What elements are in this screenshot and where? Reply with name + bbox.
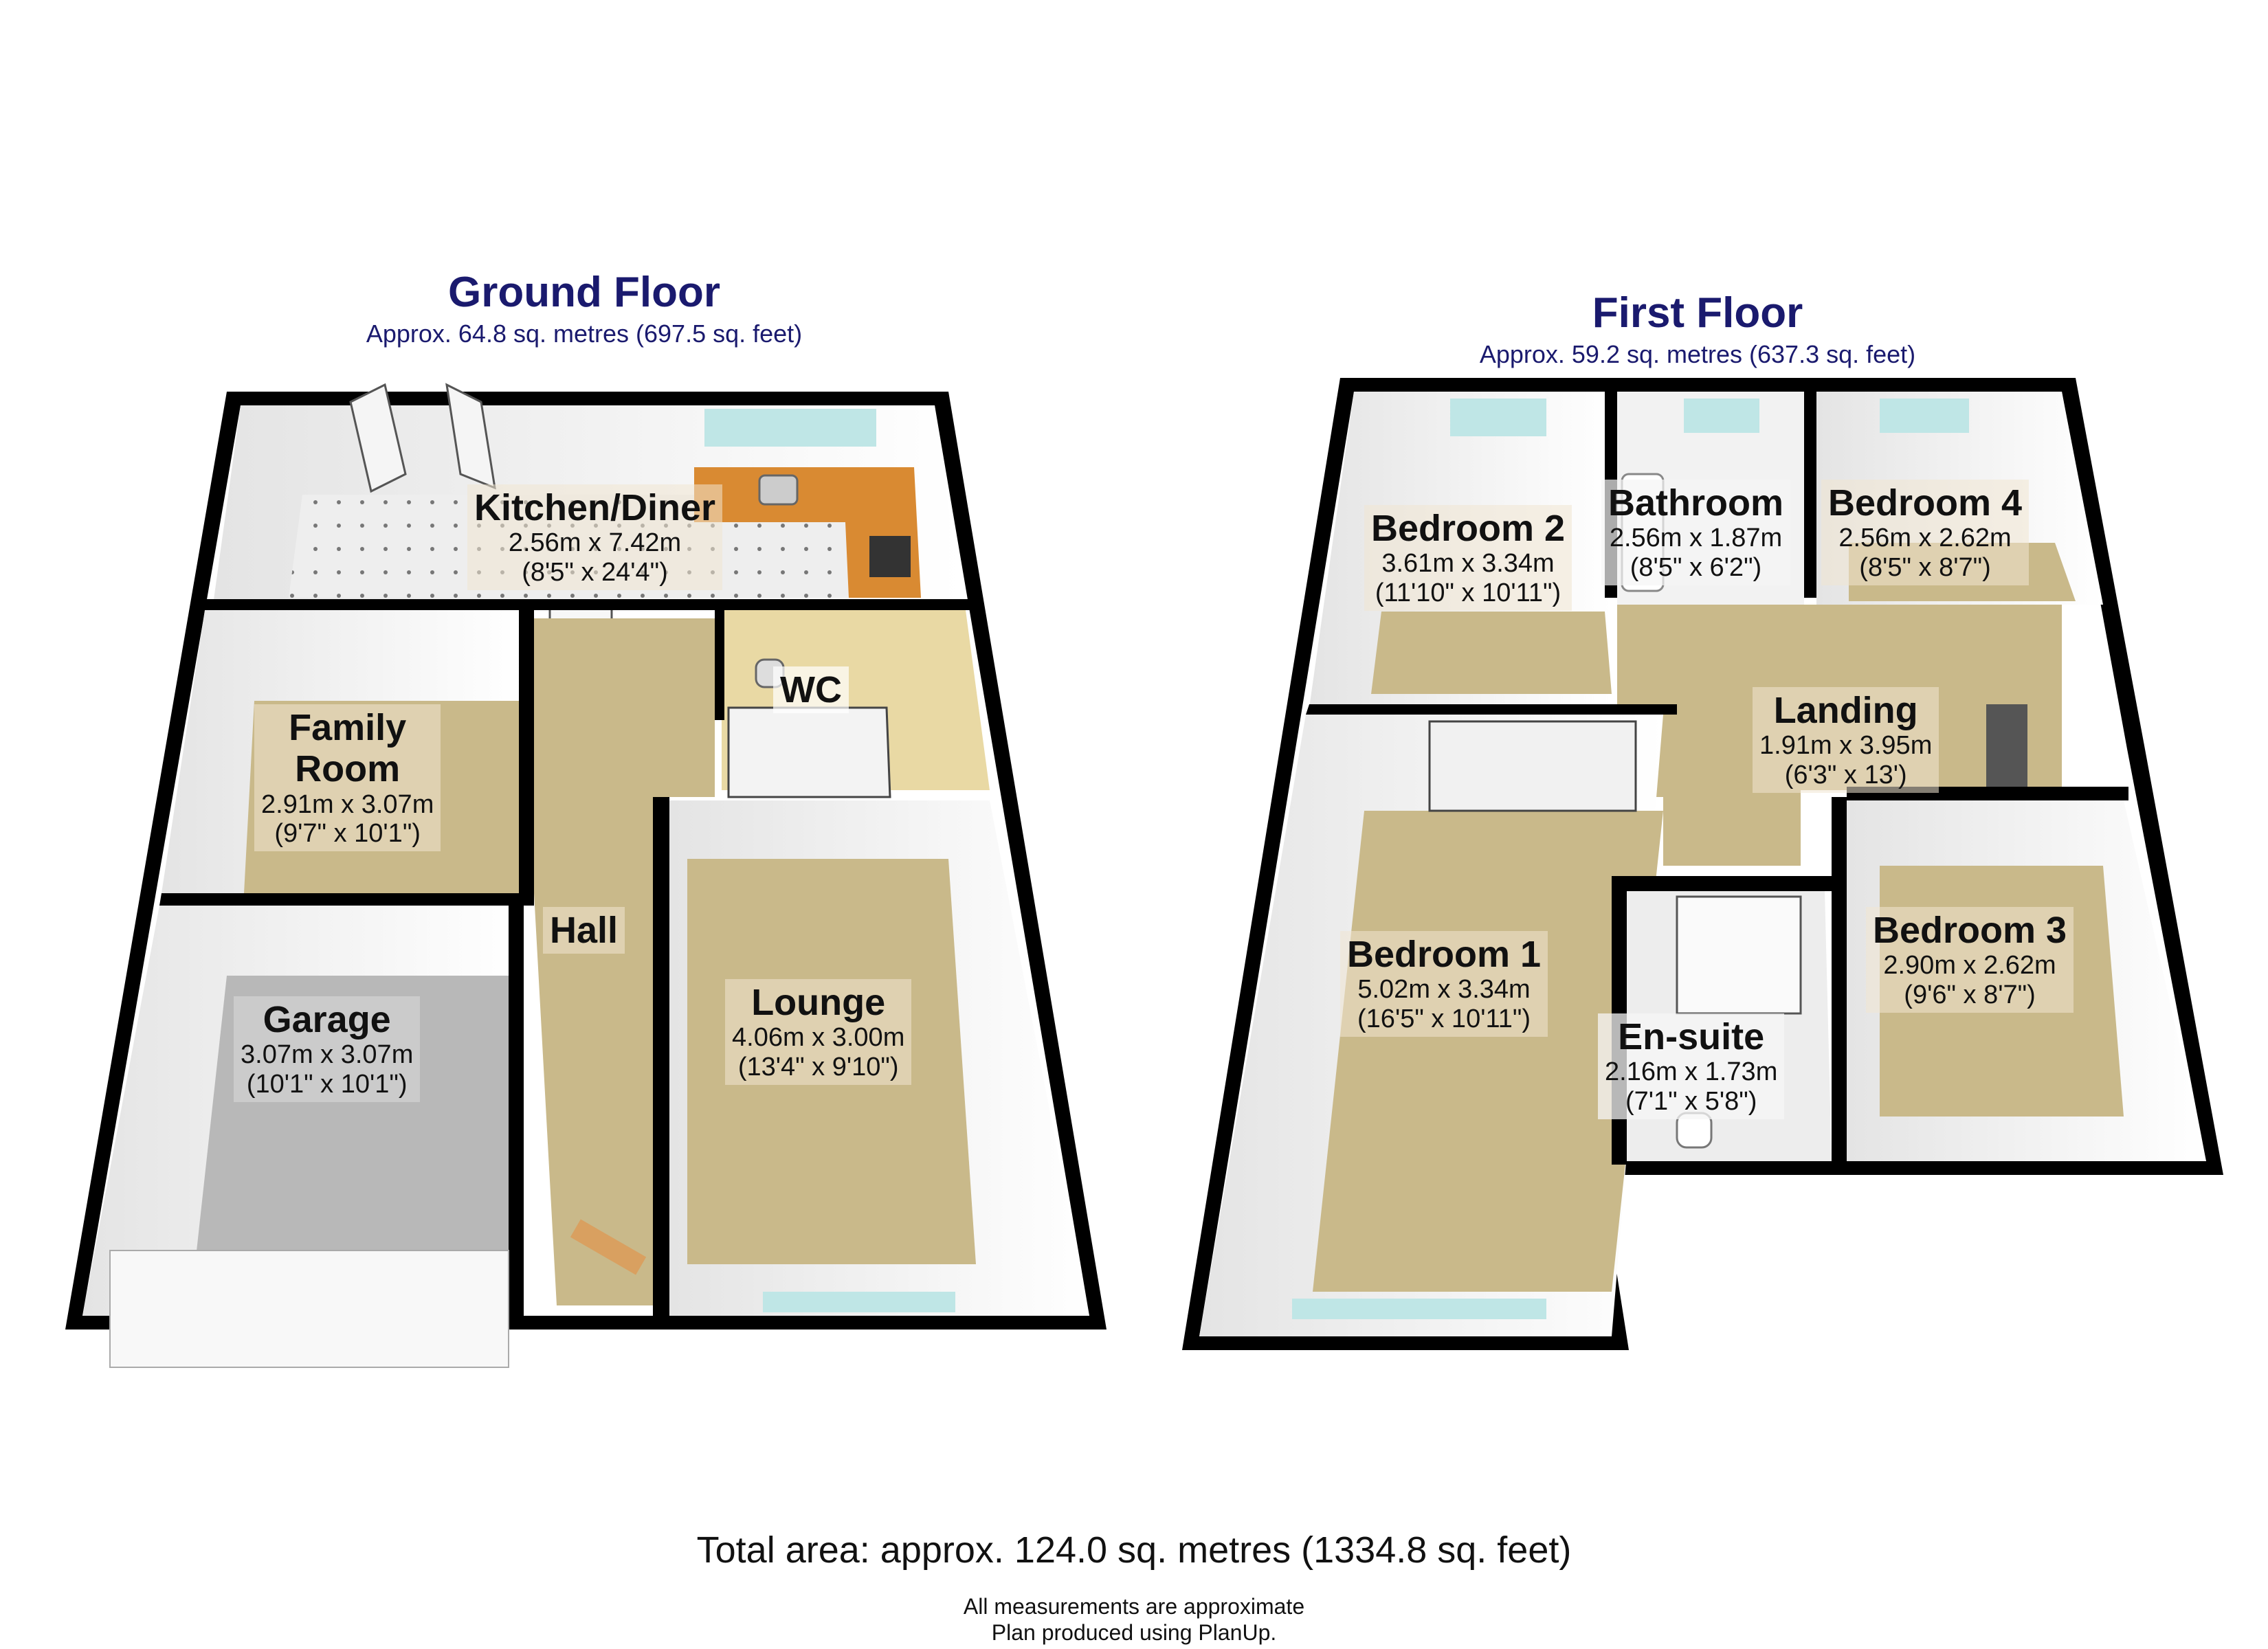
bedroom4-window bbox=[1880, 399, 1969, 433]
room-name: Bathroom bbox=[1608, 482, 1783, 524]
ground-wall-kitchen-divider bbox=[205, 599, 970, 610]
front-door bbox=[570, 1219, 647, 1275]
room-label-hall: Hall bbox=[543, 907, 625, 954]
room-imperial: (16'5" x 10'11") bbox=[1357, 1005, 1531, 1034]
room-name: Bedroom 1 bbox=[1347, 934, 1542, 975]
bedroom1-window bbox=[1292, 1299, 1546, 1319]
room-imperial: (6'3" x 13') bbox=[1784, 761, 1907, 790]
room-label-ensuite: En-suite 2.16m x 1.73m (7'1" x 5'8") bbox=[1598, 1013, 1785, 1119]
kitchen-sink-icon bbox=[758, 474, 799, 506]
bathroom-window bbox=[1684, 399, 1759, 433]
room-name: Hall bbox=[550, 910, 619, 951]
shower-icon bbox=[1676, 895, 1802, 1015]
room-label-bedroom3: Bedroom 3 2.90m x 2.62m (9'6" x 8'7") bbox=[1866, 907, 2074, 1013]
measurements-note: All measurements are approximate bbox=[963, 1594, 1305, 1619]
bedroom2-floor bbox=[1371, 612, 1612, 694]
room-metric: 2.56m x 2.62m bbox=[1838, 524, 2012, 553]
room-metric: 5.02m x 3.34m bbox=[1357, 975, 1531, 1005]
room-name: Kitchen/Diner bbox=[474, 487, 716, 528]
wc-wall bbox=[715, 610, 724, 720]
room-imperial: (8'5" x 24'4") bbox=[522, 558, 668, 587]
room-metric: 1.91m x 3.95m bbox=[1759, 731, 1933, 761]
room-name: WC bbox=[780, 669, 842, 710]
room-label-lounge: Lounge 4.06m x 3.00m (13'4" x 9'10") bbox=[725, 979, 912, 1085]
room-imperial: (11'10" x 10'11") bbox=[1375, 579, 1561, 608]
lounge-left-wall bbox=[653, 797, 669, 1319]
stairs bbox=[727, 706, 891, 798]
garage-side-wall bbox=[509, 906, 524, 1318]
patio-door-left bbox=[349, 383, 407, 493]
room-name-line2: Room bbox=[295, 748, 401, 790]
room-name: Landing bbox=[1773, 690, 1918, 731]
first-floor-title: First Floor bbox=[1592, 289, 1803, 337]
room-metric: 2.16m x 1.73m bbox=[1605, 1057, 1778, 1087]
room-name: Garage bbox=[263, 999, 391, 1040]
room-label-kitchen: Kitchen/Diner 2.56m x 7.42m (8'5" x 24'4… bbox=[467, 484, 723, 590]
room-metric: 3.61m x 3.34m bbox=[1381, 549, 1555, 579]
bedroom1-wardrobe bbox=[1428, 720, 1637, 812]
room-name: Bedroom 2 bbox=[1371, 508, 1566, 549]
family-room-divider-wall bbox=[519, 610, 534, 899]
room-metric: 3.07m x 3.07m bbox=[241, 1040, 414, 1070]
room-metric: 2.56m x 1.87m bbox=[1609, 524, 1783, 553]
hall-floor bbox=[534, 618, 715, 1305]
lounge-window bbox=[763, 1292, 955, 1312]
kitchen-worktop bbox=[694, 467, 921, 598]
room-label-garage: Garage 3.07m x 3.07m (10'1" x 10'1") bbox=[234, 996, 421, 1102]
kitchen-hob-icon bbox=[869, 536, 911, 577]
room-imperial: (13'4" x 9'10") bbox=[737, 1053, 899, 1082]
room-name: Bedroom 3 bbox=[1873, 910, 2067, 951]
room-imperial: (8'5" x 6'2") bbox=[1630, 553, 1762, 583]
total-area: Total area: approx. 124.0 sq. metres (13… bbox=[696, 1529, 1572, 1571]
ground-floor-title: Ground Floor bbox=[447, 269, 721, 316]
room-label-bathroom: Bathroom 2.56m x 1.87m (8'5" x 6'2") bbox=[1601, 480, 1790, 585]
room-imperial: (9'7" x 10'1") bbox=[274, 819, 421, 849]
room-metric: 2.91m x 3.07m bbox=[261, 789, 434, 819]
room-label-landing: Landing 1.91m x 3.95m (6'3" x 13') bbox=[1753, 687, 1939, 793]
room-imperial: (7'1" x 5'8") bbox=[1625, 1087, 1757, 1117]
ensuite-wall bbox=[1612, 876, 1832, 891]
room-imperial: (9'6" x 8'7") bbox=[1904, 980, 2036, 1010]
bath-bed4-divider bbox=[1804, 392, 1816, 598]
kitchen-window bbox=[704, 409, 876, 447]
ensuite-bed3-divider bbox=[1832, 797, 1847, 1161]
room-name: Lounge bbox=[751, 982, 886, 1023]
room-label-family-room: Family Room 2.91m x 3.07m (9'7" x 10'1") bbox=[254, 704, 441, 852]
room-name: Bedroom 4 bbox=[1828, 482, 2023, 524]
room-name: En-suite bbox=[1618, 1016, 1765, 1057]
room-metric: 2.90m x 2.62m bbox=[1883, 951, 2056, 980]
room-metric: 4.06m x 3.00m bbox=[732, 1023, 905, 1053]
room-metric: 2.56m x 7.42m bbox=[508, 528, 682, 558]
room-name-line1: Family bbox=[289, 707, 407, 748]
room-label-bedroom1: Bedroom 1 5.02m x 3.34m (16'5" x 10'11") bbox=[1340, 931, 1548, 1037]
ground-wall-family-garage bbox=[159, 893, 534, 906]
room-label-bedroom4: Bedroom 4 2.56m x 2.62m (8'5" x 8'7") bbox=[1821, 480, 2030, 585]
first-floor-area: Approx. 59.2 sq. metres (637.3 sq. feet) bbox=[1479, 340, 1916, 368]
bedroom2-window bbox=[1450, 399, 1546, 436]
landing-stair-rail bbox=[1986, 704, 2027, 787]
room-imperial: (10'1" x 10'1") bbox=[246, 1070, 408, 1099]
room-label-wc: WC bbox=[773, 666, 849, 714]
first-wall-bed2-bed1 bbox=[1306, 704, 1677, 715]
room-label-bedroom2: Bedroom 2 3.61m x 3.34m (11'10" x 10'11"… bbox=[1364, 505, 1572, 611]
room-imperial: (8'5" x 8'7") bbox=[1859, 553, 1991, 583]
planup-credit: Plan produced using PlanUp. bbox=[991, 1620, 1277, 1645]
ground-floor-area: Approx. 64.8 sq. metres (697.5 sq. feet) bbox=[366, 319, 803, 348]
garage-door bbox=[109, 1250, 509, 1368]
